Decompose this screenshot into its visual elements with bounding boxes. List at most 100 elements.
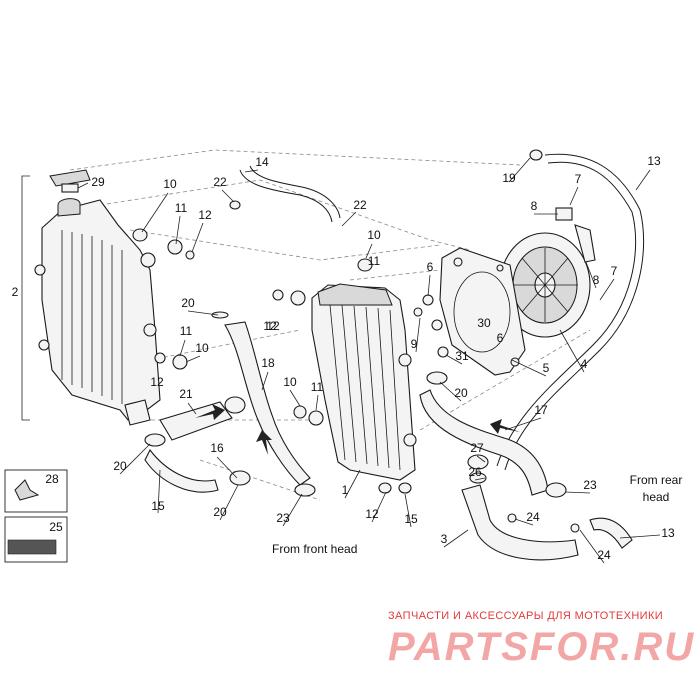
callout-10: 10 xyxy=(367,228,381,242)
callout-11: 11 xyxy=(311,380,324,394)
leader-line xyxy=(514,518,534,526)
callout-6: 6 xyxy=(497,331,504,345)
flow-arrows xyxy=(195,404,520,455)
leader-line xyxy=(445,354,463,365)
callout-29: 29 xyxy=(91,175,105,189)
callout-10: 10 xyxy=(163,177,177,191)
callout-31: 31 xyxy=(455,349,469,363)
leader-line xyxy=(261,371,269,391)
callout-9: 9 xyxy=(411,337,418,351)
leader-line xyxy=(244,169,259,173)
leader-line xyxy=(187,402,197,415)
leader-line xyxy=(585,261,597,289)
leader-line xyxy=(474,477,486,481)
leader-line xyxy=(341,211,357,227)
radiator-cap xyxy=(49,169,91,193)
callout-30: 30 xyxy=(477,316,491,330)
callout-12: 12 xyxy=(365,507,379,521)
bracket-2 xyxy=(21,175,30,421)
leader-line xyxy=(315,394,319,411)
callout-2: 2 xyxy=(12,285,19,299)
callout-6: 6 xyxy=(427,260,434,274)
leader-line xyxy=(119,443,151,475)
hose-17 xyxy=(419,389,549,496)
callout-13: 13 xyxy=(647,154,661,168)
callout-20: 20 xyxy=(113,459,127,473)
callout-22: 22 xyxy=(353,198,367,212)
callout-12: 12 xyxy=(263,319,277,333)
callout-12: 12 xyxy=(150,375,164,389)
callout-4: 4 xyxy=(581,357,588,371)
callout-22: 22 xyxy=(213,175,227,189)
leader-line xyxy=(216,456,238,479)
callout-17: 17 xyxy=(534,403,548,417)
callout-15: 15 xyxy=(151,499,165,513)
hose-15 xyxy=(144,448,219,493)
hose-13-lower xyxy=(589,517,633,549)
hose-16 xyxy=(159,401,233,441)
legend-box-25: 25 xyxy=(4,516,68,563)
leader-line xyxy=(365,243,373,259)
note-rear-head-line1: From rear xyxy=(630,473,683,487)
leader-line xyxy=(579,529,605,564)
callout-11: 11 xyxy=(368,254,381,268)
left-radiator xyxy=(34,198,161,426)
callout-5: 5 xyxy=(543,361,550,375)
callout-26: 26 xyxy=(468,465,482,479)
callout-20: 20 xyxy=(181,296,195,310)
callout-7: 7 xyxy=(611,264,618,278)
leader-line xyxy=(427,274,431,297)
leader-line xyxy=(511,359,547,377)
legend-box-28: 28 xyxy=(4,469,68,513)
fan-shroud xyxy=(439,247,526,376)
callout-14: 14 xyxy=(255,155,269,169)
leader-line xyxy=(187,310,219,316)
pipe-3 xyxy=(461,484,579,561)
hose-14-edge xyxy=(249,165,341,219)
leader-line xyxy=(599,278,615,301)
leader-line xyxy=(221,189,235,203)
leader-lines xyxy=(77,157,661,564)
callout-19: 19 xyxy=(502,171,516,185)
leader-line xyxy=(415,317,421,353)
callout-11: 11 xyxy=(180,324,193,338)
leader-line xyxy=(282,493,303,527)
leader-line xyxy=(179,339,186,357)
note-rear-head-line2: head xyxy=(643,490,670,504)
legend-label-25: 25 xyxy=(49,520,63,534)
leader-line xyxy=(175,215,181,245)
cooling-fan xyxy=(499,224,596,338)
hose-18 xyxy=(224,321,311,486)
callout-12: 12 xyxy=(198,208,212,222)
leader-line xyxy=(443,529,469,548)
callout-27: 27 xyxy=(470,441,484,455)
leader-line xyxy=(559,329,585,373)
callout-11: 11 xyxy=(175,201,188,215)
callout-12: 12 xyxy=(266,319,280,333)
watermark-logo: PARTSFOR.RU xyxy=(388,625,695,669)
callout-7: 7 xyxy=(575,172,582,186)
callout-8: 8 xyxy=(531,199,538,213)
leader-line xyxy=(219,484,239,521)
callout-24: 24 xyxy=(597,548,611,562)
hose-13-edge xyxy=(496,161,637,467)
callout-24: 24 xyxy=(526,510,540,524)
leader-line xyxy=(619,534,661,539)
callout-16: 16 xyxy=(210,441,224,455)
leader-line xyxy=(439,381,462,402)
hardware-small-parts xyxy=(132,149,580,533)
callout-23: 23 xyxy=(583,478,597,492)
note-front-head: From front head xyxy=(272,542,357,556)
right-radiator xyxy=(311,283,417,481)
callout-13: 13 xyxy=(661,526,675,540)
leader-line xyxy=(157,469,161,514)
leader-line xyxy=(77,182,89,189)
leader-line xyxy=(404,493,412,528)
legend-label-28: 28 xyxy=(45,472,59,486)
leader-line xyxy=(508,157,531,183)
callout-20: 20 xyxy=(454,386,468,400)
callout-23: 23 xyxy=(276,511,290,525)
callout-21: 21 xyxy=(179,387,193,401)
